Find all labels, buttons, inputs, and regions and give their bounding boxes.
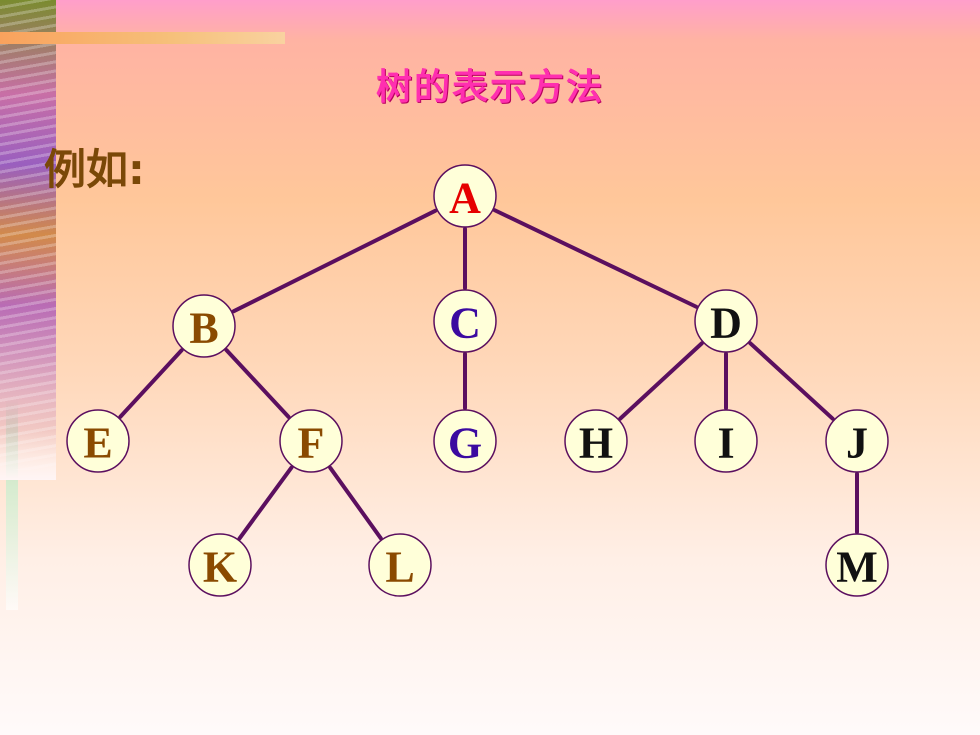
- node-label-F: F: [298, 419, 325, 468]
- tree-node-A: A: [433, 164, 497, 228]
- tree-node-E: E: [66, 409, 130, 473]
- node-circle-G: [433, 409, 497, 473]
- node-circle-B: [172, 294, 236, 358]
- tree-node-H: H: [564, 409, 628, 473]
- node-circle-J: [825, 409, 889, 473]
- node-label-K: K: [203, 543, 237, 592]
- edge-D-J: [748, 341, 835, 421]
- node-label-B: B: [189, 304, 218, 353]
- tree-node-C: C: [433, 289, 497, 353]
- node-label-M: M: [836, 543, 878, 592]
- left-strip-fade: [0, 430, 56, 480]
- tree-node-J: J: [825, 409, 889, 473]
- node-label-J: J: [846, 419, 868, 468]
- node-label-I: I: [717, 419, 734, 468]
- edge-A-B: [231, 208, 438, 314]
- edge-B-E: [118, 348, 184, 419]
- example-label: 例如:: [44, 145, 145, 194]
- edge-F-L: [328, 465, 383, 541]
- tree-node-M: M: [825, 533, 889, 597]
- node-circle-L: [368, 533, 432, 597]
- tree-node-D: D: [694, 289, 758, 353]
- node-circle-H: [564, 409, 628, 473]
- tree-node-L: L: [368, 533, 432, 597]
- node-label-G: G: [448, 419, 482, 468]
- node-circle-I: [694, 409, 758, 473]
- node-circle-E: [66, 409, 130, 473]
- node-circle-A: [433, 164, 497, 228]
- node-label-E: E: [83, 419, 112, 468]
- tree-node-I: I: [694, 409, 758, 473]
- left-decorative-strip: [0, 0, 56, 470]
- node-label-L: L: [385, 543, 414, 592]
- node-circle-F: [279, 409, 343, 473]
- edge-B-F: [224, 348, 291, 419]
- node-circle-C: [433, 289, 497, 353]
- node-circle-K: [188, 533, 252, 597]
- node-circle-M: [825, 533, 889, 597]
- tree-node-F: F: [279, 409, 343, 473]
- edge-D-H: [618, 341, 704, 421]
- edge-A-D: [492, 208, 699, 309]
- node-label-C: C: [449, 299, 481, 348]
- tree-node-K: K: [188, 533, 252, 597]
- tree-node-B: B: [172, 294, 236, 358]
- top-decorative-stripe: [0, 32, 285, 44]
- slide-title: 树的表示方法: [375, 67, 604, 108]
- tree-node-G: G: [433, 409, 497, 473]
- node-label-H: H: [579, 419, 613, 468]
- edge-F-K: [237, 465, 294, 541]
- node-label-A: A: [449, 174, 481, 223]
- node-circle-D: [694, 289, 758, 353]
- node-label-D: D: [710, 299, 742, 348]
